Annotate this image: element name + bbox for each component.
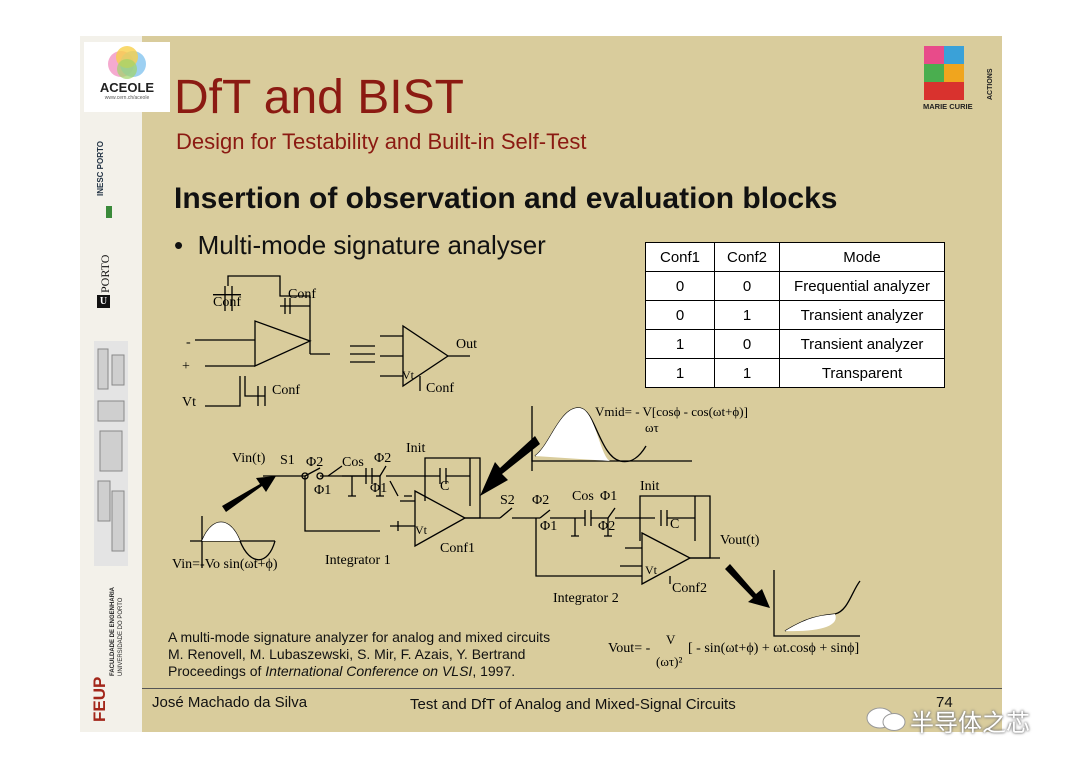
- section-heading: Insertion of observation and evaluation …: [174, 182, 838, 215]
- sidebar: INESC PORTO PORTO U FEUP FACULDADE DE EN…: [80, 36, 142, 732]
- slide-title: DfT and BIST: [174, 71, 464, 124]
- c-label-b: C: [670, 517, 679, 532]
- table-cell: 0: [645, 271, 715, 301]
- cos-label-a: Cos: [342, 455, 364, 470]
- plus-label: +: [182, 359, 190, 374]
- marie-curie-text: MARIE CURIE: [923, 102, 973, 110]
- actions-text: ACTIONS: [987, 68, 994, 100]
- phi1-label-d: Φ1: [600, 489, 617, 504]
- mode-table: Conf1 Conf2 Mode 0 0 Frequential analyze…: [645, 242, 945, 388]
- circuit-diagram: Conf Conf - + Vt Conf Out Vt Conf Vin(t)…: [172, 275, 861, 669]
- vout-t-label: Vout(t): [720, 533, 760, 548]
- mode-table-header: Mode: [779, 242, 945, 272]
- phi2-label-b: Φ2: [374, 451, 391, 466]
- page-number: 74: [936, 694, 953, 711]
- cos-label-b: Cos: [572, 489, 594, 504]
- phi2-label-c: Φ2: [532, 493, 549, 508]
- init-label-a: Init: [406, 441, 426, 456]
- vt-label: Vt: [182, 395, 196, 410]
- conf2-label: Conf2: [672, 581, 707, 596]
- reference-line1: A multi-mode signature analyzer for anal…: [168, 629, 551, 645]
- wechat-watermark-icon: [866, 707, 906, 731]
- table-cell: Transparent: [779, 358, 945, 388]
- vin-equation: Vin=-Vo sin(ωt+ϕ): [172, 557, 278, 572]
- conf-bottom-label: Conf: [272, 383, 300, 398]
- aceole-circles: [108, 46, 146, 79]
- reference-line2: M. Renovell, M. Lubaszewski, S. Mir, F. …: [168, 646, 526, 662]
- vt-inner-label: Vt: [402, 368, 415, 382]
- out-label: Out: [456, 337, 477, 352]
- aceole-url: www.cern.ch/aceole: [104, 95, 150, 101]
- footer-course: Test and DfT of Analog and Mixed-Signal …: [410, 696, 736, 713]
- mode-table-header: Conf2: [714, 242, 780, 272]
- vout-denominator: (ωτ)²: [656, 654, 682, 669]
- uporto-logo: PORTO U: [92, 241, 122, 311]
- table-cell: Frequential analyzer: [779, 271, 945, 301]
- uporto-u-box: U: [97, 295, 110, 308]
- table-row: 0 0 Frequential analyzer: [645, 271, 945, 301]
- inesc-green-mark: [106, 206, 112, 218]
- vout-numerator: V: [666, 632, 676, 647]
- footer-author: José Machado da Silva: [152, 694, 308, 711]
- vout-equation-tail: [ - sin(ωt+ϕ) + ωt.cosϕ + sinϕ]: [688, 641, 859, 656]
- vout-equation-lead: Vout= -: [608, 641, 651, 656]
- slide-subtitle: Design for Testability and Built-in Self…: [176, 129, 587, 154]
- footer-divider: [142, 688, 1002, 689]
- reference-line3-suffix: , 1997.: [472, 663, 516, 679]
- slide: INESC PORTO PORTO U FEUP FACULDADE DE EN…: [80, 36, 1002, 732]
- c-label-a: C: [440, 479, 449, 494]
- mode-table-header-row: Conf1 Conf2 Mode: [645, 242, 945, 272]
- table-row: 1 1 Transparent: [645, 358, 945, 388]
- reference-line3-prefix: Proceedings of: [168, 663, 266, 679]
- s2-label: S2: [500, 493, 515, 508]
- phi2-label-a: Φ2: [306, 455, 323, 470]
- vin-t-label: Vin(t): [232, 451, 266, 466]
- inesc-logo: INESC PORTO: [92, 126, 122, 226]
- watermark-text: 半导体之芯: [910, 710, 1030, 737]
- table-cell: 1: [645, 329, 715, 359]
- aceole-name: ACEOLE: [99, 80, 155, 95]
- phi1-label-a: Φ1: [314, 483, 331, 498]
- marie-curie-logo: MARIE CURIE ACTIONS: [923, 46, 994, 110]
- bullet-text: Multi-mode signature analyser: [197, 230, 546, 260]
- vmid-denominator: ωτ: [645, 420, 659, 435]
- mode-table-header: Conf1: [645, 242, 715, 272]
- conf-out-label: Conf: [426, 381, 454, 396]
- aceole-logo: ACEOLE www.cern.ch/aceole: [84, 42, 170, 112]
- vt-int2-label: Vt: [645, 563, 658, 577]
- phi1-label-b: Φ1: [370, 481, 387, 496]
- reference-line3: Proceedings of International Conference …: [168, 663, 550, 680]
- s1-label: S1: [280, 453, 295, 468]
- table-cell: Transient analyzer: [779, 329, 945, 359]
- table-cell: 1: [714, 300, 780, 330]
- integrator2-label: Integrator 2: [553, 591, 619, 606]
- minus-label: -: [186, 335, 191, 350]
- phi2-label-d: Φ2: [598, 519, 615, 534]
- reference-journal: International Conference on VLSI: [265, 663, 473, 679]
- conf-bar-label: Conf: [213, 295, 241, 310]
- conf1-label: Conf1: [440, 541, 475, 556]
- bullet-item: • Multi-mode signature analyser: [174, 230, 546, 260]
- integrator1-label: Integrator 1: [325, 553, 391, 568]
- reference-citation: A multi-mode signature analyzer for anal…: [168, 629, 550, 680]
- table-cell: 1: [645, 358, 715, 388]
- vt-int1-label: Vt: [415, 523, 428, 537]
- vmid-equation: Vmid= - V[cosϕ - cos(ωt+ϕ)]: [595, 404, 748, 419]
- init-label-b: Init: [640, 479, 660, 494]
- phi1-label-c: Φ1: [540, 519, 557, 534]
- table-cell: 1: [714, 358, 780, 388]
- table-row: 0 1 Transient analyzer: [645, 300, 945, 330]
- conf-top-label: Conf: [288, 287, 316, 302]
- table-row: 1 0 Transient analyzer: [645, 329, 945, 359]
- building-illustration: [94, 341, 128, 566]
